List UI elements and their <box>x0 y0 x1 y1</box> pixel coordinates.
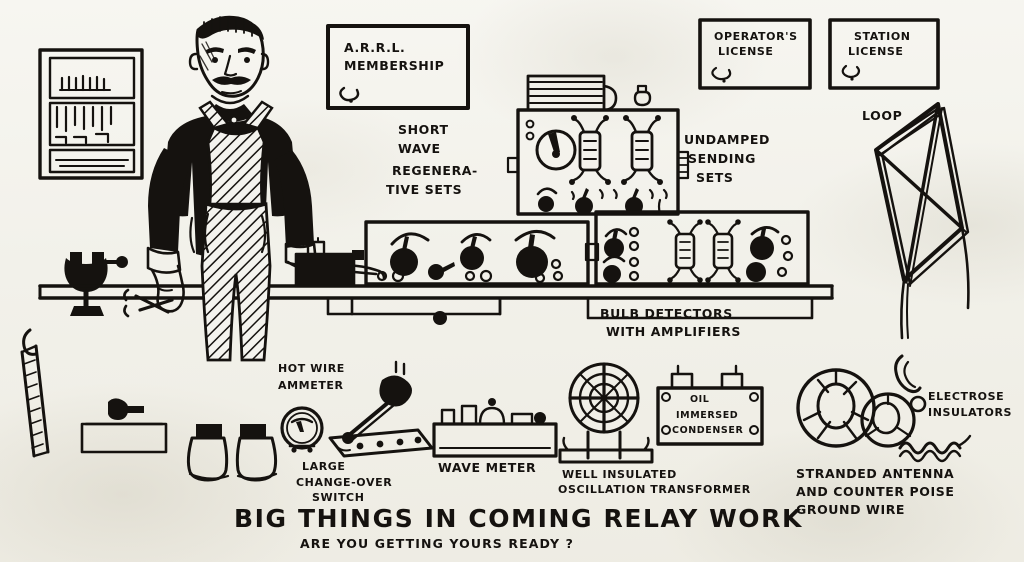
hot-wire-line-0: HOT WIRE <box>278 362 345 375</box>
oscillation-line-0: WELL INSULATED <box>562 468 677 481</box>
condenser-line-2: CONDENSER <box>672 425 743 436</box>
change-over-switch: LARGE CHANGE-OVER SWITCH <box>296 360 434 504</box>
receiver-panel-right <box>584 198 810 286</box>
hot-wire-ammeter: HOT WIRE AMMETER <box>278 362 345 453</box>
tool-cabinet <box>38 48 144 180</box>
short-wave-line-3: TIVE SETS <box>386 182 462 197</box>
short-wave-line-0: SHORT <box>398 122 449 137</box>
undamped-line-0: UNDAMPED <box>684 132 770 147</box>
vacuum-tube <box>705 219 741 283</box>
handsaw <box>20 328 50 458</box>
label-undamped: UNDAMPED SENDING SETS <box>684 132 770 185</box>
vacuum-tube <box>569 115 611 185</box>
antenna-line-1: AND COUNTER POISE <box>796 484 955 499</box>
frame-station-line-1: LICENSE <box>848 45 904 58</box>
loop-label: LOOP <box>862 108 902 123</box>
undamped-line-2: SETS <box>696 170 733 185</box>
wavemeter: WAVE METER <box>432 398 558 475</box>
vacuum-tube <box>621 115 663 185</box>
frame-arrl: A.R.R.L. MEMBERSHIP <box>326 24 470 110</box>
frame-station-license: STATION LICENSE <box>828 18 940 90</box>
bulb-line-1: WITH AMPLIFIERS <box>606 324 741 339</box>
frame-operator-line-1: LICENSE <box>718 45 774 58</box>
loop-antenna: LOOP <box>862 102 970 340</box>
switch-line-0: LARGE <box>302 460 346 473</box>
electrose-line-0: ELECTROSE <box>928 390 1004 403</box>
condenser-line-1: IMMERSED <box>676 410 738 421</box>
antenna-line-2: GROUND WIRE <box>796 502 905 517</box>
bench-small-box <box>294 237 356 288</box>
wavemeter-label: WAVE METER <box>438 460 536 475</box>
condenser-line-0: OIL <box>690 394 709 405</box>
label-stranded-antenna: STRANDED ANTENNA AND COUNTER POISE GROUN… <box>796 466 955 517</box>
undamped-line-1: SENDING <box>688 151 756 166</box>
poster-title-group: BIG THINGS IN COMING RELAY WORK ARE YOU … <box>234 504 803 551</box>
poster-subtitle: ARE YOU GETTING YOURS READY ? <box>300 536 574 551</box>
poster-title: BIG THINGS IN COMING RELAY WORK <box>234 504 803 533</box>
frame-operator-line-0: OPERATOR'S <box>714 30 798 43</box>
short-wave-line-1: WAVE <box>398 141 441 156</box>
electrose-insulators: ELECTROSE INSULATORS <box>894 354 1012 419</box>
bench-vise <box>64 252 128 316</box>
frame-operator-license: OPERATOR'S LICENSE <box>698 18 812 90</box>
small-clamp <box>80 398 168 454</box>
electrose-line-1: INSULATORS <box>928 406 1012 419</box>
label-bulb-detectors: BULB DETECTORS WITH AMPLIFIERS <box>600 306 741 339</box>
short-wave-line-2: REGENERA- <box>392 163 478 178</box>
antenna-line-0: STRANDED ANTENNA <box>796 466 954 481</box>
frame-arrl-line-0: A.R.R.L. <box>344 40 405 55</box>
oscillation-transformer: WELL INSULATED OSCILLATION TRANSFORMER <box>558 362 751 496</box>
transmitter-cabinet <box>506 74 690 216</box>
hot-wire-line-1: AMMETER <box>278 379 344 392</box>
switch-line-2: SWITCH <box>312 491 365 504</box>
receiver-panel-left <box>352 220 590 286</box>
workbench <box>38 284 834 325</box>
bulb-line-0: BULB DETECTORS <box>600 306 733 321</box>
frame-station-line-0: STATION <box>854 30 911 43</box>
wire-coils <box>796 368 972 463</box>
oil-immersed-condenser: OIL IMMERSED CONDENSER <box>656 364 764 446</box>
vacuum-tube <box>667 219 703 283</box>
label-short-wave: SHORT WAVE REGENERA- TIVE SETS <box>386 122 478 197</box>
frame-arrl-line-1: MEMBERSHIP <box>344 58 444 73</box>
switch-line-1: CHANGE-OVER <box>296 476 392 489</box>
oscillation-line-1: OSCILLATION TRANSFORMER <box>558 483 751 496</box>
operator-figure <box>123 15 386 482</box>
